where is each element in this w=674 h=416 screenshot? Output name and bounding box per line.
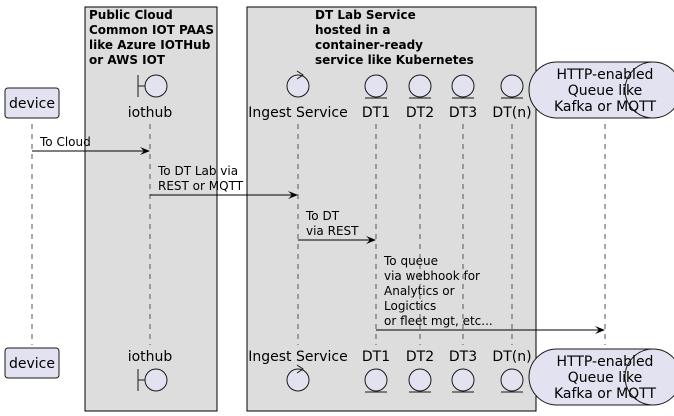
participant-label-dtn: DT(n)	[492, 349, 531, 365]
participant-label-dt3: DT3	[449, 105, 477, 121]
participant-label-iothub: iothub	[128, 105, 173, 121]
box-title-dt-lab: hosted in a	[315, 23, 391, 37]
entity-icon	[408, 74, 432, 99]
participant-label-dtn: DT(n)	[492, 105, 531, 121]
message-label: Analytics or	[384, 284, 455, 298]
participant-label-queue: HTTP-enabled	[557, 354, 654, 370]
box-title-public-cloud: like Azure IOTHub	[89, 38, 211, 52]
participant-label-device: device	[9, 96, 55, 112]
participant-label-queue: HTTP-enabled	[557, 67, 654, 83]
box-title-public-cloud: Public Cloud	[89, 8, 173, 22]
box-title-public-cloud: Common IOT PAAS	[89, 23, 214, 37]
participant-label-iothub: iothub	[128, 349, 173, 365]
participant-box-device	[4, 87, 60, 119]
participant-label-dt2: DT2	[406, 105, 434, 121]
message-label: To queue	[383, 254, 438, 268]
participant-label-dt2: DT2	[406, 349, 434, 365]
arrowhead-icon	[140, 147, 150, 155]
box-dt-lab	[246, 6, 537, 412]
participant-label-ingest: Ingest Service	[248, 105, 347, 121]
entity-icon	[451, 368, 475, 393]
arrowhead-icon	[288, 191, 298, 199]
message-label: via webhook for	[384, 269, 480, 283]
participant-label-ingest: Ingest Service	[248, 349, 347, 365]
queue-icon	[528, 348, 674, 406]
message-label: Logictics	[384, 299, 436, 313]
queue-icon	[528, 61, 674, 119]
participant-label-queue: Queue like	[568, 83, 642, 99]
message-label: To DT	[305, 209, 340, 223]
participant-label-dt1: DT1	[362, 349, 390, 365]
message-label: REST or MQTT	[158, 179, 244, 193]
message-label: To DT Lab via	[157, 164, 238, 178]
message-label: via REST	[306, 224, 359, 238]
message-label: or fleet mgt, etc...	[384, 314, 493, 328]
box-title-dt-lab: DT Lab Service	[315, 8, 416, 22]
boundary-icon	[137, 368, 168, 392]
box-title-public-cloud: or AWS IOT	[89, 53, 166, 67]
entity-icon	[364, 368, 388, 393]
entity-icon	[500, 368, 524, 393]
participant-label-dt1: DT1	[362, 105, 390, 121]
arrowhead-icon	[366, 236, 376, 244]
arrowhead-icon	[595, 326, 605, 334]
control-icon	[286, 70, 310, 98]
participant-label-queue: Kafka or MQTT	[554, 99, 657, 115]
participant-label-device: device	[9, 356, 55, 372]
participant-label-queue: Queue like	[568, 370, 642, 386]
entity-icon	[364, 74, 388, 99]
entity-icon	[451, 74, 475, 99]
entity-icon	[500, 74, 524, 99]
participant-label-queue: Kafka or MQTT	[554, 386, 657, 402]
boundary-icon	[137, 74, 168, 98]
participant-label-dt3: DT3	[449, 349, 477, 365]
entity-icon	[408, 368, 432, 393]
message-label: To Cloud	[39, 135, 91, 149]
box-title-dt-lab: service like Kubernetes	[315, 53, 474, 67]
participant-box-device	[4, 347, 60, 379]
control-icon	[286, 364, 310, 392]
box-public-cloud	[84, 6, 218, 412]
box-title-dt-lab: container-ready	[315, 38, 423, 52]
